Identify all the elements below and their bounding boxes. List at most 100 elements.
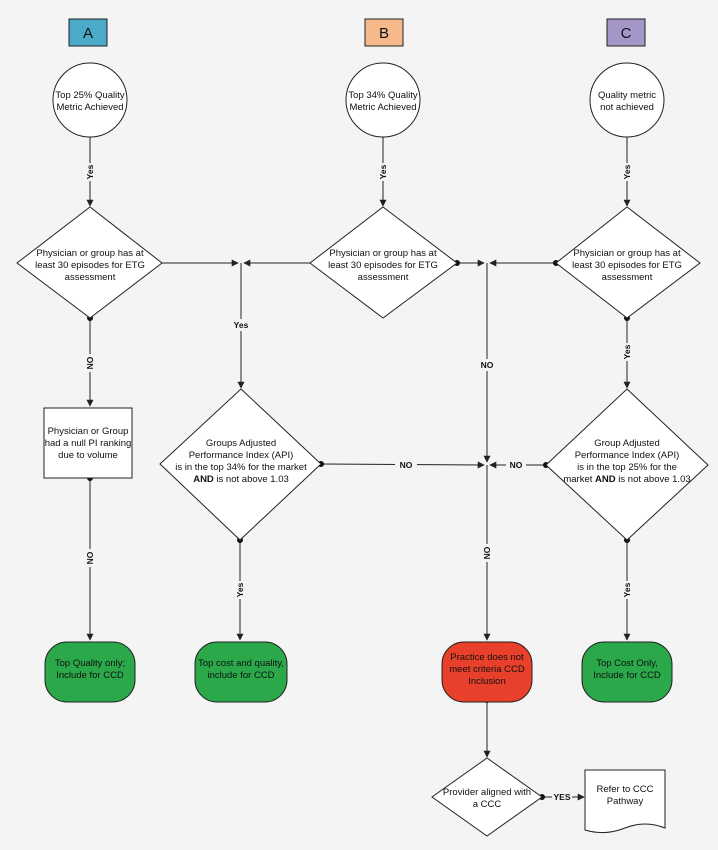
outcome-cost-quality-line2: include for CCD <box>207 670 274 681</box>
outcome-quality-only: Top Quality only; Include for CCD <box>44 641 136 703</box>
api-b-line2: Performance Index (API) <box>189 450 294 461</box>
decision-c-shape <box>555 206 701 319</box>
decision-a-shape <box>16 206 163 319</box>
label-no-center: NO <box>481 360 494 370</box>
decision-b-line2: least 30 episodes for ETG <box>328 260 438 271</box>
api-c-line2: Performance Index (API) <box>575 450 680 461</box>
decision-a-line1: Physician or group has at <box>36 248 144 259</box>
api-b: Groups Adjusted Performance Index (API) … <box>159 388 322 541</box>
outcome-quality-line2: Include for CCD <box>56 670 124 681</box>
label-yes-refer: YES <box>553 792 570 802</box>
label-yes-a: Yes <box>85 164 95 179</box>
api-c-line1: Group Adjusted <box>594 438 660 449</box>
outcome-not-meet-line1: Practice does not <box>450 652 524 663</box>
header-c-label: C <box>621 25 632 42</box>
start-c-line2: not achieved <box>600 102 654 113</box>
decision-a-line2: least 30 episodes for ETG <box>35 260 145 271</box>
aligned-ccc-line1: Provider aligned with <box>443 787 531 798</box>
aligned-ccc: Provider aligned with a CCC <box>431 757 543 837</box>
label-no-final: NO <box>482 546 492 559</box>
header-a-box <box>68 18 108 47</box>
outcome-not-meet-criteria: Practice does not meet criteria CCD Incl… <box>441 641 533 703</box>
label-yes-api-b: Yes <box>235 582 245 597</box>
outcome-not-meet-shape <box>441 641 533 703</box>
api-c-line4: market AND is not above 1.03 <box>563 474 690 485</box>
start-c-line1: Quality metric <box>598 90 656 101</box>
api-c: Group Adjusted Performance Index (API) i… <box>545 388 709 541</box>
start-b: Top 34% Quality Metric Achieved <box>345 62 421 138</box>
decision-c: Physician or group has at least 30 episo… <box>555 206 701 319</box>
decision-b-line3: assessment <box>358 272 409 283</box>
api-b-line4: AND is not above 1.03 <box>193 474 289 485</box>
start-a: Top 25% Quality Metric Achieved <box>52 62 128 138</box>
start-b-circle <box>345 62 421 138</box>
outcome-not-meet-line3: Inclusion <box>468 676 506 687</box>
connector-dots <box>87 260 630 800</box>
start-c: Quality metric not achieved <box>589 62 665 138</box>
refer-document-shape <box>584 769 666 834</box>
decision-c-line3: assessment <box>602 272 653 283</box>
refer-ccc-pathway: Refer to CCC Pathway <box>584 769 666 834</box>
decision-c-line2: least 30 episodes for ETG <box>572 260 682 271</box>
header-b-label: B <box>379 25 389 42</box>
decision-c-line1: Physician or group has at <box>573 248 681 259</box>
outcome-cost-and-quality: Top cost and quality, include for CCD <box>194 641 288 703</box>
start-a-line1: Top 25% Quality <box>55 90 124 101</box>
api-c-line4-pre: market <box>563 474 595 485</box>
header-c-box <box>606 18 646 47</box>
api-b-shape <box>159 388 322 541</box>
null-pi-line2: had a null PI ranking <box>45 438 132 449</box>
header-a-label: A <box>83 25 93 42</box>
decision-b-shape <box>309 206 458 319</box>
aligned-ccc-line2: a CCC <box>473 799 502 810</box>
start-b-line2: Metric Achieved <box>349 102 416 113</box>
api-b-line4-rest: is not above 1.03 <box>214 474 289 485</box>
outcome-not-meet-line2: meet criteria CCD <box>449 664 525 675</box>
null-pi-box: Physician or Group had a null PI ranking… <box>43 407 133 479</box>
start-a-circle <box>52 62 128 138</box>
edge-labels: Yes Yes Yes NO NO Yes Yes Yes <box>84 163 633 803</box>
label-yes-c: Yes <box>622 164 632 179</box>
label-yes-b: Yes <box>378 164 388 179</box>
null-pi-line3: due to volume <box>58 450 118 461</box>
label-no-a2: NO <box>85 551 95 564</box>
label-no-api-c: NO <box>510 460 523 470</box>
header-b: B <box>364 18 404 47</box>
null-pi-line1: Physician or Group <box>48 426 129 437</box>
header-c: C <box>606 18 646 47</box>
start-b-line1: Top 34% Quality <box>348 90 417 101</box>
outcome-quality-shape <box>44 641 136 703</box>
outcome-cost-only: Top Cost Only, Include for CCD <box>581 641 673 703</box>
api-c-line4-rest: is not above 1.03 <box>616 474 691 485</box>
outcome-cost-shape <box>581 641 673 703</box>
api-b-line3: is in the top 34% for the market <box>175 462 307 473</box>
api-c-shape <box>545 388 709 541</box>
outcome-cost-quality-line1: Top cost and quality, <box>198 658 284 669</box>
refer-line1: Refer to CCC <box>596 784 653 795</box>
outcome-cost-line1: Top Cost Only, <box>596 658 658 669</box>
start-c-circle <box>589 62 665 138</box>
header-a: A <box>68 18 108 47</box>
outcome-quality-line1: Top Quality only; <box>55 658 125 669</box>
decision-a: Physician or group has at least 30 episo… <box>16 206 163 319</box>
label-yes-mid: Yes <box>234 320 249 330</box>
decision-b: Physician or group has at least 30 episo… <box>309 206 458 319</box>
decision-b-line1: Physician or group has at <box>329 248 437 259</box>
outcome-cost-line2: Include for CCD <box>593 670 661 681</box>
api-b-line1: Groups Adjusted <box>206 438 276 449</box>
header-b-box <box>364 18 404 47</box>
decision-a-line3: assessment <box>65 272 116 283</box>
label-no-a1: NO <box>85 356 95 369</box>
aligned-ccc-shape <box>431 757 543 837</box>
api-c-line3: is in the top 25% for the <box>577 462 677 473</box>
start-a-line2: Metric Achieved <box>56 102 123 113</box>
label-yes-c-down: Yes <box>622 344 632 359</box>
refer-line2: Pathway <box>607 796 644 807</box>
api-b-and: AND <box>193 474 214 485</box>
api-c-and: AND <box>595 474 616 485</box>
label-yes-api-c: Yes <box>622 582 632 597</box>
outcome-cost-quality-shape <box>194 641 288 703</box>
label-no-api-b: NO <box>400 460 413 470</box>
